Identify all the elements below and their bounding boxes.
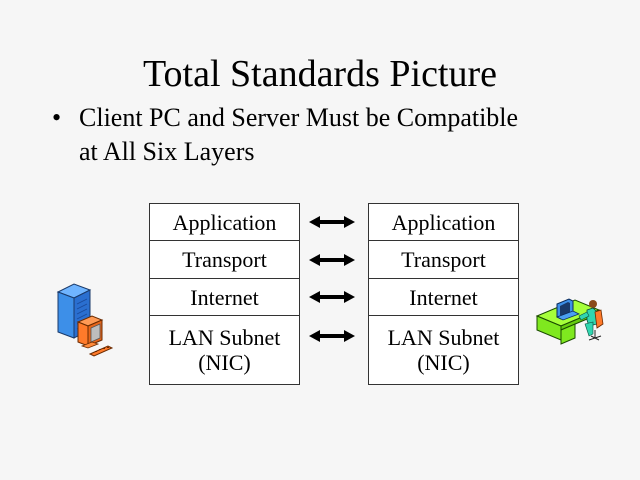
- bidirectional-arrow-icon: [309, 216, 355, 228]
- layer-lan-subnet-label: LAN Subnet: [387, 325, 500, 350]
- layer-lan-subnet: LAN Subnet (NIC): [150, 316, 299, 384]
- bullet-symbol: •: [52, 103, 62, 132]
- layer-application: Application: [150, 204, 299, 241]
- layer-nic-label: (NIC): [198, 350, 251, 375]
- layer-application: Application: [369, 204, 518, 241]
- layer-lan-subnet: LAN Subnet (NIC): [369, 316, 518, 384]
- layer-lan-subnet-label: LAN Subnet: [168, 325, 281, 350]
- layer-transport: Transport: [369, 241, 518, 279]
- bidirectional-arrow-icon: [309, 330, 355, 342]
- layer-internet: Internet: [150, 279, 299, 316]
- server-protocol-stack: Application Transport Internet LAN Subne…: [368, 203, 519, 385]
- bidirectional-arrow-icon: [309, 254, 355, 266]
- slide-title: Total Standards Picture: [142, 53, 498, 95]
- server-computer-icon: [56, 283, 114, 357]
- bullet-line-1: Client PC and Server Must be Compatible: [79, 103, 519, 132]
- client-protocol-stack: Application Transport Internet LAN Subne…: [149, 203, 300, 385]
- layer-transport: Transport: [150, 241, 299, 279]
- bullet-text: Client PC and Server Must be Compatible …: [79, 101, 518, 169]
- layer-nic-label: (NIC): [417, 350, 470, 375]
- bidirectional-arrow-icon: [309, 291, 355, 303]
- layer-internet: Internet: [369, 279, 518, 316]
- user-at-desk-icon: [535, 298, 604, 345]
- bullet-line-2: at All Six Layers: [79, 137, 255, 166]
